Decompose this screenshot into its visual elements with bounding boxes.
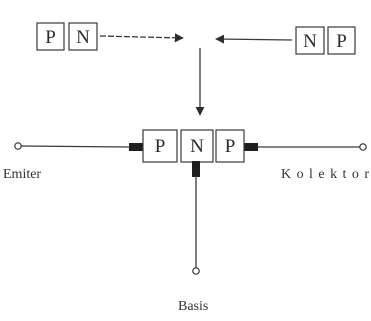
transistor-cell-p1-label: P bbox=[155, 136, 166, 157]
base-contact bbox=[192, 161, 200, 177]
left-block-cell-2 bbox=[68, 22, 98, 51]
pnp-transistor-block: P N P bbox=[142, 129, 245, 163]
emitter-label: Emiter bbox=[3, 167, 41, 182]
left-block-cell-1-label: P bbox=[45, 27, 56, 48]
transistor-cell-p2-label: P bbox=[225, 136, 236, 157]
collector-contact bbox=[244, 143, 258, 151]
transistor-cell-p1 bbox=[142, 129, 178, 163]
right-combine-arrow bbox=[215, 34, 293, 44]
transistor-cell-n-label: N bbox=[190, 136, 204, 157]
base-terminal bbox=[192, 267, 200, 275]
left-combine-arrow bbox=[99, 33, 184, 43]
left-pn-block: P N bbox=[36, 22, 98, 51]
right-block-cell-2 bbox=[327, 26, 356, 55]
base-label: Basis bbox=[178, 299, 208, 314]
emitter-wire bbox=[20, 145, 131, 148]
right-block-cell-1 bbox=[295, 26, 325, 55]
collector-terminal bbox=[359, 143, 367, 151]
left-block-cell-1 bbox=[36, 22, 65, 51]
emitter-contact bbox=[129, 143, 143, 151]
transistor-cell-n bbox=[180, 129, 214, 163]
right-np-block: N P bbox=[295, 26, 356, 55]
right-block-cell-2-label: P bbox=[336, 31, 347, 52]
transistor-cell-p2 bbox=[215, 129, 245, 163]
right-block-cell-1-label: N bbox=[303, 31, 317, 52]
left-block-cell-2-label: N bbox=[76, 27, 90, 48]
collector-label: Kolektor bbox=[281, 167, 369, 182]
emitter-terminal bbox=[14, 142, 22, 150]
